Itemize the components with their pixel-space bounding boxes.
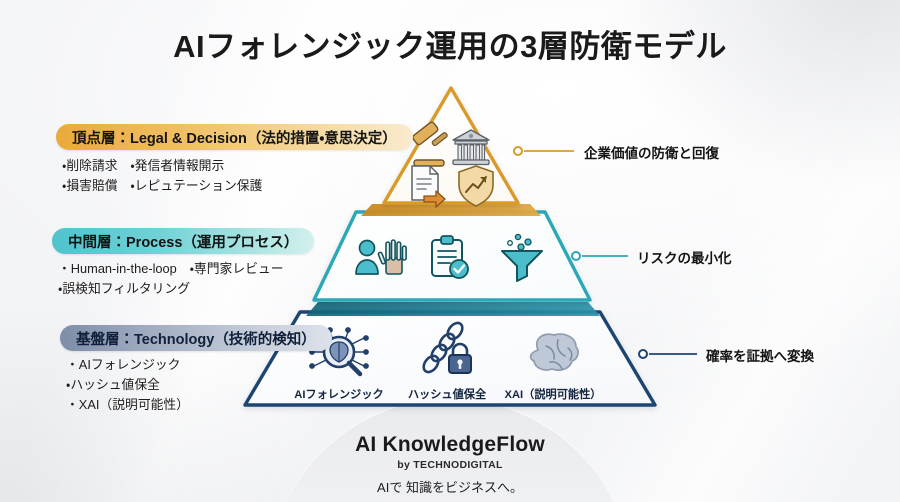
brand-byline: by TECHNODIGITAL: [397, 459, 503, 471]
apex-tier-bullets: ・削除請求 ・発信者情報開示 ・損害賠償 ・レピュテーション保護: [62, 156, 262, 196]
middle-annotation: リスクの最小化: [637, 251, 732, 266]
base-tier-bullets: ・AIフォレンジック ・ハッシュ値保全 ・XAI（説明可能性）: [66, 355, 189, 414]
clipboard-check-icon: [431, 235, 469, 279]
middle-bullet-1: ・Human-in-the-loop ・専門家レビュー: [58, 261, 284, 276]
apex-tier-pill: 頂点層：Legal & Decision（法的措置・意思決定）: [56, 124, 413, 150]
base-icon-caption-3: XAI（説明可能性）: [504, 389, 602, 401]
brain-xai-icon: [529, 333, 579, 371]
middle-icon-group: [355, 233, 543, 282]
middle-tier-shadow-lip: [306, 302, 600, 316]
apex-tier-shadow-lip: [361, 204, 541, 216]
middle-bullet-2: ・誤検知フィルタリング: [58, 280, 191, 296]
apex-bullet-1: ・削除請求 ・発信者情報開示: [62, 158, 225, 173]
base-bullet-3: ・XAI（説明可能性）: [66, 396, 190, 412]
middle-tier-bullets: ・Human-in-the-loop ・専門家レビュー ・誤検知フィルタリング: [58, 259, 284, 299]
base-icon-caption-1: AIフォレンジック: [294, 389, 384, 401]
background-vignette-top-right: [580, 0, 900, 210]
brand-name: AI KnowledgeFlow: [355, 433, 545, 456]
middle-tier-pill: 中間層：Process（運用プロセス）: [52, 228, 315, 254]
base-bullet-2: ・ハッシュ値保全: [66, 376, 160, 392]
connector-middle: [571, 251, 628, 261]
gavel-icon: [412, 121, 448, 167]
base-annotation: 確率を証拠へ変換: [706, 349, 814, 364]
brand-tagline: AIで 知識をビジネスへ。: [377, 480, 523, 495]
apex-annotation: 企業価値の防衛と回復: [584, 146, 719, 161]
apex-icon-group: [411, 121, 494, 208]
base-tier-pill: 基盤層：Technology（技術的検知）: [60, 325, 332, 351]
base-bullet-1: ・AIフォレンジック: [66, 357, 181, 372]
document-export-icon: [411, 165, 446, 208]
apex-bullet-2: ・損害賠償 ・レピュテーション保護: [62, 177, 263, 193]
human-robot-hand-icon: [355, 239, 407, 275]
connector-base: [638, 349, 697, 359]
base-icon-caption-2: ハッシュ値保全: [407, 389, 487, 401]
courthouse-icon: [452, 129, 490, 166]
shield-chart-icon: [458, 165, 494, 207]
funnel-filter-icon: [501, 233, 543, 282]
hash-chain-lock-icon: [422, 321, 472, 374]
connector-apex: [513, 146, 574, 156]
page-title: AIフォレンジック運用の3層防衛モデル: [173, 29, 727, 64]
